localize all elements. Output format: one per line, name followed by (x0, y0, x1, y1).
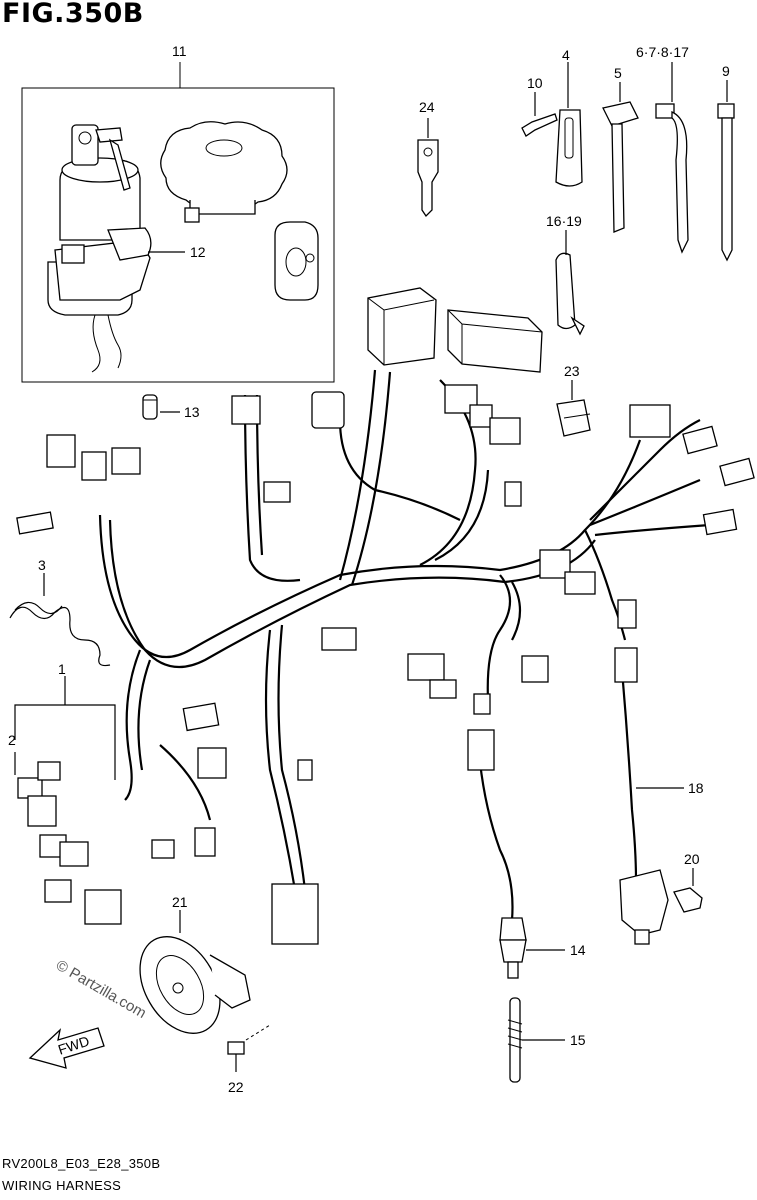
callout-3: 3 (38, 557, 46, 573)
figure-code: RV200L8_E03_E28_350B (2, 1156, 161, 1171)
callout-9: 9 (722, 63, 730, 79)
rubber-cap-23 (556, 380, 591, 437)
clamp-16-19 (555, 230, 585, 336)
band-9 (717, 80, 735, 262)
callout-22: 22 (228, 1079, 244, 1095)
watermark-text: © Partzilla.com (53, 957, 149, 1022)
ignition-switch (47, 124, 185, 373)
bolt-20 (673, 868, 703, 913)
callout-14: 14 (570, 942, 586, 958)
callout-4: 4 (562, 47, 570, 63)
screw-13 (142, 394, 180, 420)
callout-23: 23 (564, 363, 580, 379)
callout-13: 13 (184, 404, 200, 420)
figure-title: FIG.350B (2, 0, 144, 29)
spring-15 (507, 997, 565, 1083)
sensor-14 (499, 917, 565, 979)
callout-12: 12 (190, 244, 206, 260)
horn-21 (139, 910, 251, 1034)
screw-10 (521, 92, 558, 137)
callout-20: 20 (684, 851, 700, 867)
callout-1-bracket (14, 676, 116, 780)
harness-connectors (16, 384, 755, 945)
figure-subtitle: WIRING HARNESS (2, 1178, 122, 1193)
callout-11: 11 (172, 43, 187, 59)
callout-5: 5 (614, 65, 622, 81)
callout-18: 18 (688, 780, 704, 796)
callout-21: 21 (172, 894, 188, 910)
clamp-6-7-8-17 (655, 62, 689, 254)
main-harness (98, 369, 711, 921)
clamp-5 (602, 82, 639, 233)
callout-2: 2 (8, 732, 16, 748)
callout-6-7-8-17: 6·7·8·17 (636, 44, 689, 60)
fwd-arrow: FWD (28, 1027, 105, 1069)
fuel-cap (160, 121, 288, 223)
bolt-22 (227, 1024, 271, 1072)
callout-24: 24 (419, 99, 435, 115)
clamp-4 (555, 62, 583, 187)
wire-clip-3 (9, 573, 111, 667)
ecu-connectors (367, 287, 543, 373)
callout-15: 15 (570, 1032, 586, 1048)
callout-10: 10 (527, 75, 543, 91)
callout-16-19: 16·19 (546, 213, 582, 229)
side-stand-switch-18 (619, 787, 684, 945)
seat-lock (274, 221, 319, 301)
callout-1: 1 (58, 661, 66, 677)
key-24 (417, 118, 439, 218)
ignition-switch-kit-box (21, 62, 335, 383)
